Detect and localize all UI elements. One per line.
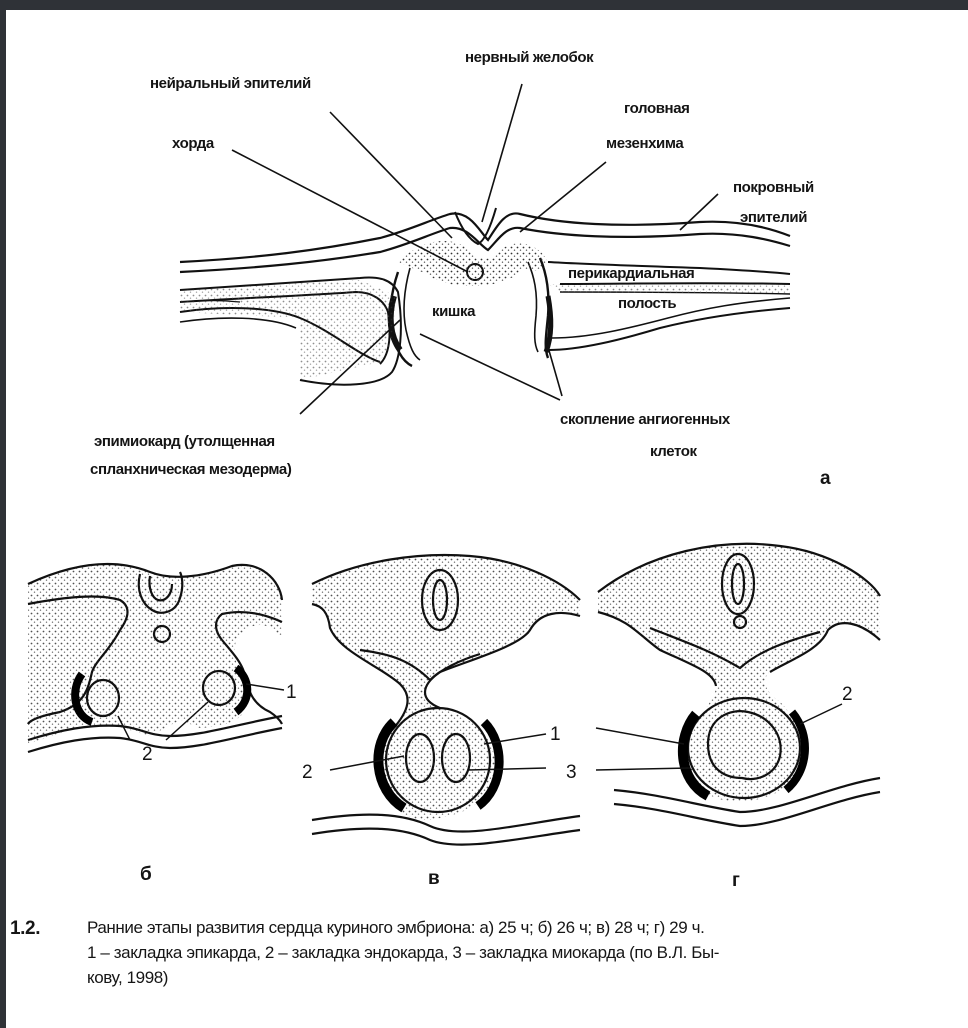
label-epimyocardium-1: эпимиокард (утолщенная xyxy=(94,433,275,450)
caption-line-2: 1 – закладка эпикарда, 2 – закладка эндо… xyxy=(87,943,719,963)
panel-v-num-2: 2 xyxy=(302,762,313,783)
panel-letter-g: г xyxy=(732,870,740,891)
label-pericardial-2: полость xyxy=(618,295,676,312)
panel-v-num-1: 1 xyxy=(550,724,561,745)
panel-g-num-2: 2 xyxy=(842,684,853,705)
panel-v-drawing xyxy=(312,555,580,845)
label-pericardial-1: перикардиальная xyxy=(568,265,694,282)
caption-line-3: кову, 1998) xyxy=(87,968,168,988)
panel-letter-b: б xyxy=(140,864,152,885)
panel-v-num-3: 3 xyxy=(566,762,577,783)
label-epimyocardium-2: спланхническая мезодерма) xyxy=(90,461,292,478)
label-gut: кишка xyxy=(432,303,476,320)
caption-figure-number: 1.2. xyxy=(10,918,40,940)
panel-b-drawing xyxy=(28,564,284,752)
label-head-mesenchyme-1: головная xyxy=(624,100,690,117)
label-covering-epithelium-2: эпителий xyxy=(740,209,807,226)
label-covering-epithelium-1: покровный xyxy=(733,179,814,196)
caption-line-1: Ранние этапы развития сердца куриного эм… xyxy=(87,918,704,938)
panel-letter-v: в xyxy=(428,868,440,889)
panel-b-num-1: 1 xyxy=(286,682,297,703)
panel-letter-a: а xyxy=(820,468,831,489)
label-neural-groove: нервный желобок xyxy=(465,49,594,66)
panel-g-drawing xyxy=(596,544,880,826)
label-neural-epithelium: нейральный эпителий xyxy=(150,75,311,92)
label-notochord: хорда xyxy=(172,135,215,152)
label-angiogenic-2: клеток xyxy=(650,443,697,460)
panel-b-num-2: 2 xyxy=(142,744,153,765)
label-head-mesenchyme-2: мезенхима xyxy=(606,135,684,152)
label-angiogenic-1: скопление ангиогенных xyxy=(560,411,731,428)
